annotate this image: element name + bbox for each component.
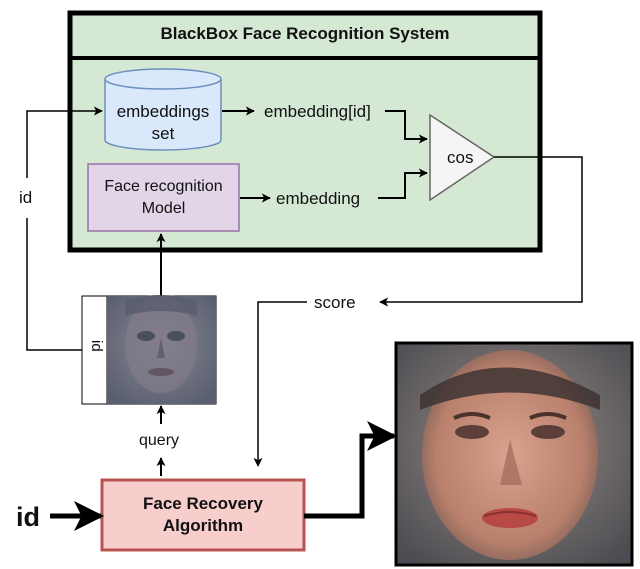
cos-label: cos: [447, 148, 474, 167]
id-feedback-label: id: [19, 188, 33, 208]
recognition-model-label: Face recognition Model: [104, 178, 223, 217]
arrow-id-feedback: [26, 218, 82, 351]
arrow-id-to-embeddings: [26, 106, 103, 178]
arrow-embedding-id-to-cos: [385, 110, 428, 144]
embedding-id-label: embedding[id]: [264, 102, 371, 121]
recovery-algorithm-label: Face Recovery Algorithm: [142, 494, 264, 535]
recovered-face-image: [394, 341, 634, 567]
cos-node: [429, 113, 496, 202]
system-title: BlackBox Face Recognition System: [160, 24, 450, 43]
score-label: score: [314, 293, 356, 312]
arrow-cos-to-score: [379, 156, 583, 307]
query-face-image: [107, 295, 216, 404]
id-input-label: id: [16, 502, 40, 532]
recognition-model-box: [87, 163, 240, 232]
embedding-label: embedding: [276, 189, 361, 208]
arrow-embedding-to-cos: [378, 168, 428, 199]
arrow-score-to-recovery: [253, 301, 307, 467]
query-id-tag: id: [88, 340, 105, 352]
query-label: query: [139, 432, 180, 449]
embeddings-store-label: embeddings set: [116, 102, 210, 143]
embeddings-store-cylinder: [104, 68, 222, 151]
arrow-recovery-output: [304, 421, 397, 519]
